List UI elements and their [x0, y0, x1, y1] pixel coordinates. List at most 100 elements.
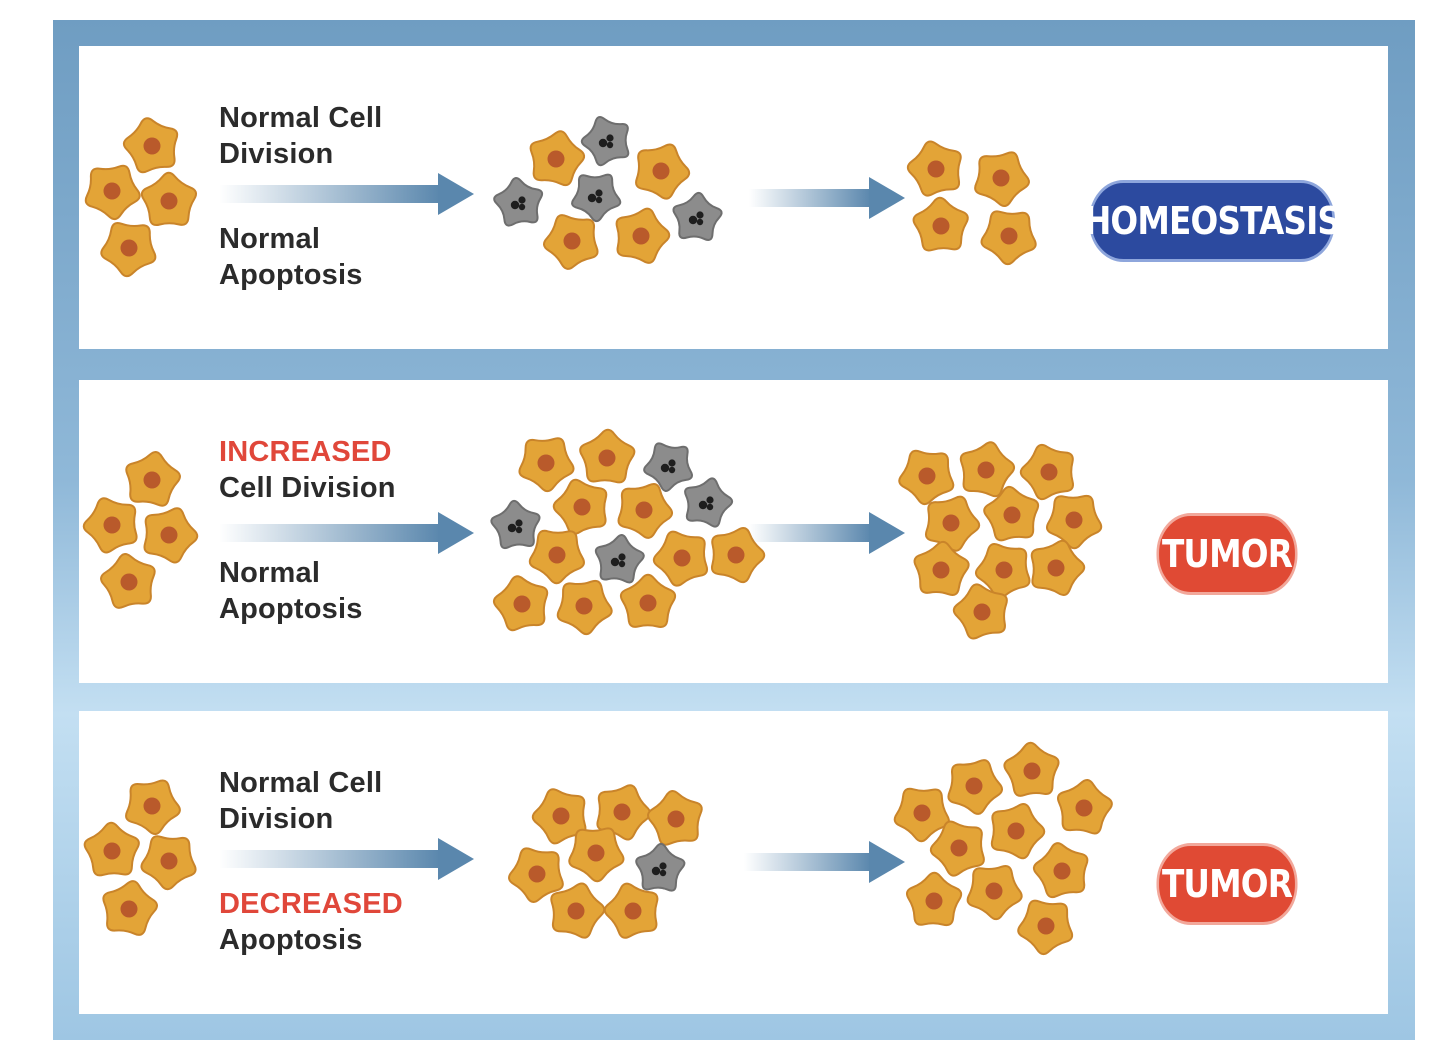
apoptosis-label: Normal Apoptosis [219, 221, 459, 293]
healthy-cell [1045, 494, 1103, 550]
healthy-cell [528, 529, 585, 585]
healthy-cell [556, 579, 613, 636]
healthy-cell [952, 583, 1008, 640]
apoptosis-label-line-1: Normal [219, 557, 321, 589]
healthy-cell [140, 171, 198, 227]
healthy-cell [652, 530, 709, 587]
division-label-line-2: Cell Division [219, 472, 396, 504]
healthy-cell [947, 759, 1003, 815]
intermediate-cell-cluster [508, 784, 703, 939]
division-label-line-2: Division [219, 803, 334, 835]
healthy-cell [1030, 539, 1086, 596]
tumor-badge: TUMOR [1156, 843, 1298, 925]
healthy-cell [898, 449, 955, 506]
arrow-icon [219, 512, 474, 554]
initial-cell-cluster [82, 451, 199, 609]
healthy-cell [603, 882, 659, 939]
healthy-cell [518, 437, 575, 493]
division-label: INCREASED Cell Division [219, 434, 459, 506]
healthy-cell [122, 117, 179, 174]
healthy-cell [905, 871, 963, 927]
healthy-cell [568, 827, 625, 883]
homeostasis-badge: HOMEOSTASIS [1084, 180, 1341, 262]
apoptosis-label: Normal Apoptosis [219, 555, 459, 627]
healthy-cell [596, 784, 652, 841]
division-label-line-1: Normal Cell [219, 767, 383, 799]
healthy-cell [913, 540, 970, 596]
apoptotic-cell [571, 173, 622, 223]
healthy-cell [83, 821, 140, 877]
decreased-apoptosis-illustration [83, 741, 1113, 956]
healthy-cell [579, 428, 636, 484]
healthy-cell [125, 451, 181, 507]
apoptosis-label-line-2: Apoptosis [219, 593, 363, 625]
healthy-cell [543, 214, 599, 270]
healthy-cell [1057, 779, 1113, 835]
arrow-icon [219, 838, 474, 880]
homeostasis-illustration [84, 116, 1037, 278]
healthy-cell [529, 130, 586, 187]
healthy-cell [550, 882, 606, 939]
healthy-cell [508, 847, 564, 903]
division-label-line-1: Normal Cell [219, 102, 383, 134]
healthy-cell [975, 542, 1031, 599]
result-cell-cluster [893, 741, 1113, 956]
apoptosis-label: DECREASED Apoptosis [219, 886, 459, 958]
increased-division-panel: INCREASED Cell Division Normal Apoptosis… [79, 380, 1388, 683]
apoptosis-label-line-2: Apoptosis [219, 259, 363, 291]
apoptosis-label-line-1: DECREASED [219, 888, 403, 920]
arrow-icon [749, 512, 905, 554]
healthy-cell [893, 787, 950, 843]
healthy-cell [1017, 899, 1074, 956]
decreased-apoptosis-panel: Normal Cell Division DECREASED Apoptosis… [79, 711, 1388, 1014]
initial-cell-cluster [84, 117, 198, 278]
healthy-cell [492, 575, 549, 632]
healthy-cell [635, 143, 691, 200]
healthy-cell [143, 507, 199, 564]
healthy-cell [617, 482, 673, 539]
apoptosis-label-line-1: Normal [219, 223, 321, 255]
apoptotic-cell [493, 177, 544, 227]
result-cell-cluster [906, 140, 1037, 266]
healthy-cell [990, 803, 1046, 860]
initial-cell-cluster [83, 779, 197, 936]
increased-division-illustration [82, 428, 1103, 640]
healthy-cell [125, 779, 181, 835]
arrow-icon [219, 173, 474, 215]
division-label-line-2: Division [219, 138, 334, 170]
apoptotic-cell [672, 191, 723, 241]
healthy-cell [1019, 443, 1074, 501]
intermediate-cell-cluster [490, 428, 766, 636]
healthy-cell [531, 788, 587, 845]
apoptotic-cell [643, 442, 693, 492]
homeostasis-panel: Normal Cell Division Normal Apoptosis HO… [79, 46, 1388, 349]
healthy-cell [140, 835, 197, 891]
arrow-icon [744, 841, 905, 883]
healthy-cell [980, 210, 1037, 266]
division-label-line-1: INCREASED [219, 436, 392, 468]
tumor-badge: TUMOR [1156, 513, 1298, 595]
apoptosis-label-line-2: Apoptosis [219, 924, 363, 956]
healthy-cell [619, 573, 677, 628]
healthy-cell [102, 880, 158, 936]
healthy-cell [906, 140, 962, 197]
healthy-cell [1032, 842, 1089, 899]
diagram-frame: Normal Cell Division Normal Apoptosis HO… [53, 20, 1415, 1040]
healthy-cell [912, 196, 969, 252]
apoptotic-cell [635, 842, 686, 892]
healthy-cell [84, 164, 141, 221]
arrow-icon [749, 177, 905, 219]
apoptotic-cell [580, 116, 630, 167]
healthy-cell [966, 864, 1023, 921]
healthy-cell [929, 820, 985, 877]
healthy-cell [983, 485, 1040, 542]
healthy-cell [1003, 741, 1060, 797]
healthy-cell [924, 495, 981, 552]
healthy-cell [974, 151, 1030, 207]
apoptotic-cell [490, 499, 541, 550]
healthy-cell [82, 497, 138, 554]
healthy-cell [100, 553, 156, 609]
healthy-cell [959, 441, 1016, 498]
division-label: Normal Cell Division [219, 100, 459, 172]
healthy-cell [552, 478, 608, 535]
